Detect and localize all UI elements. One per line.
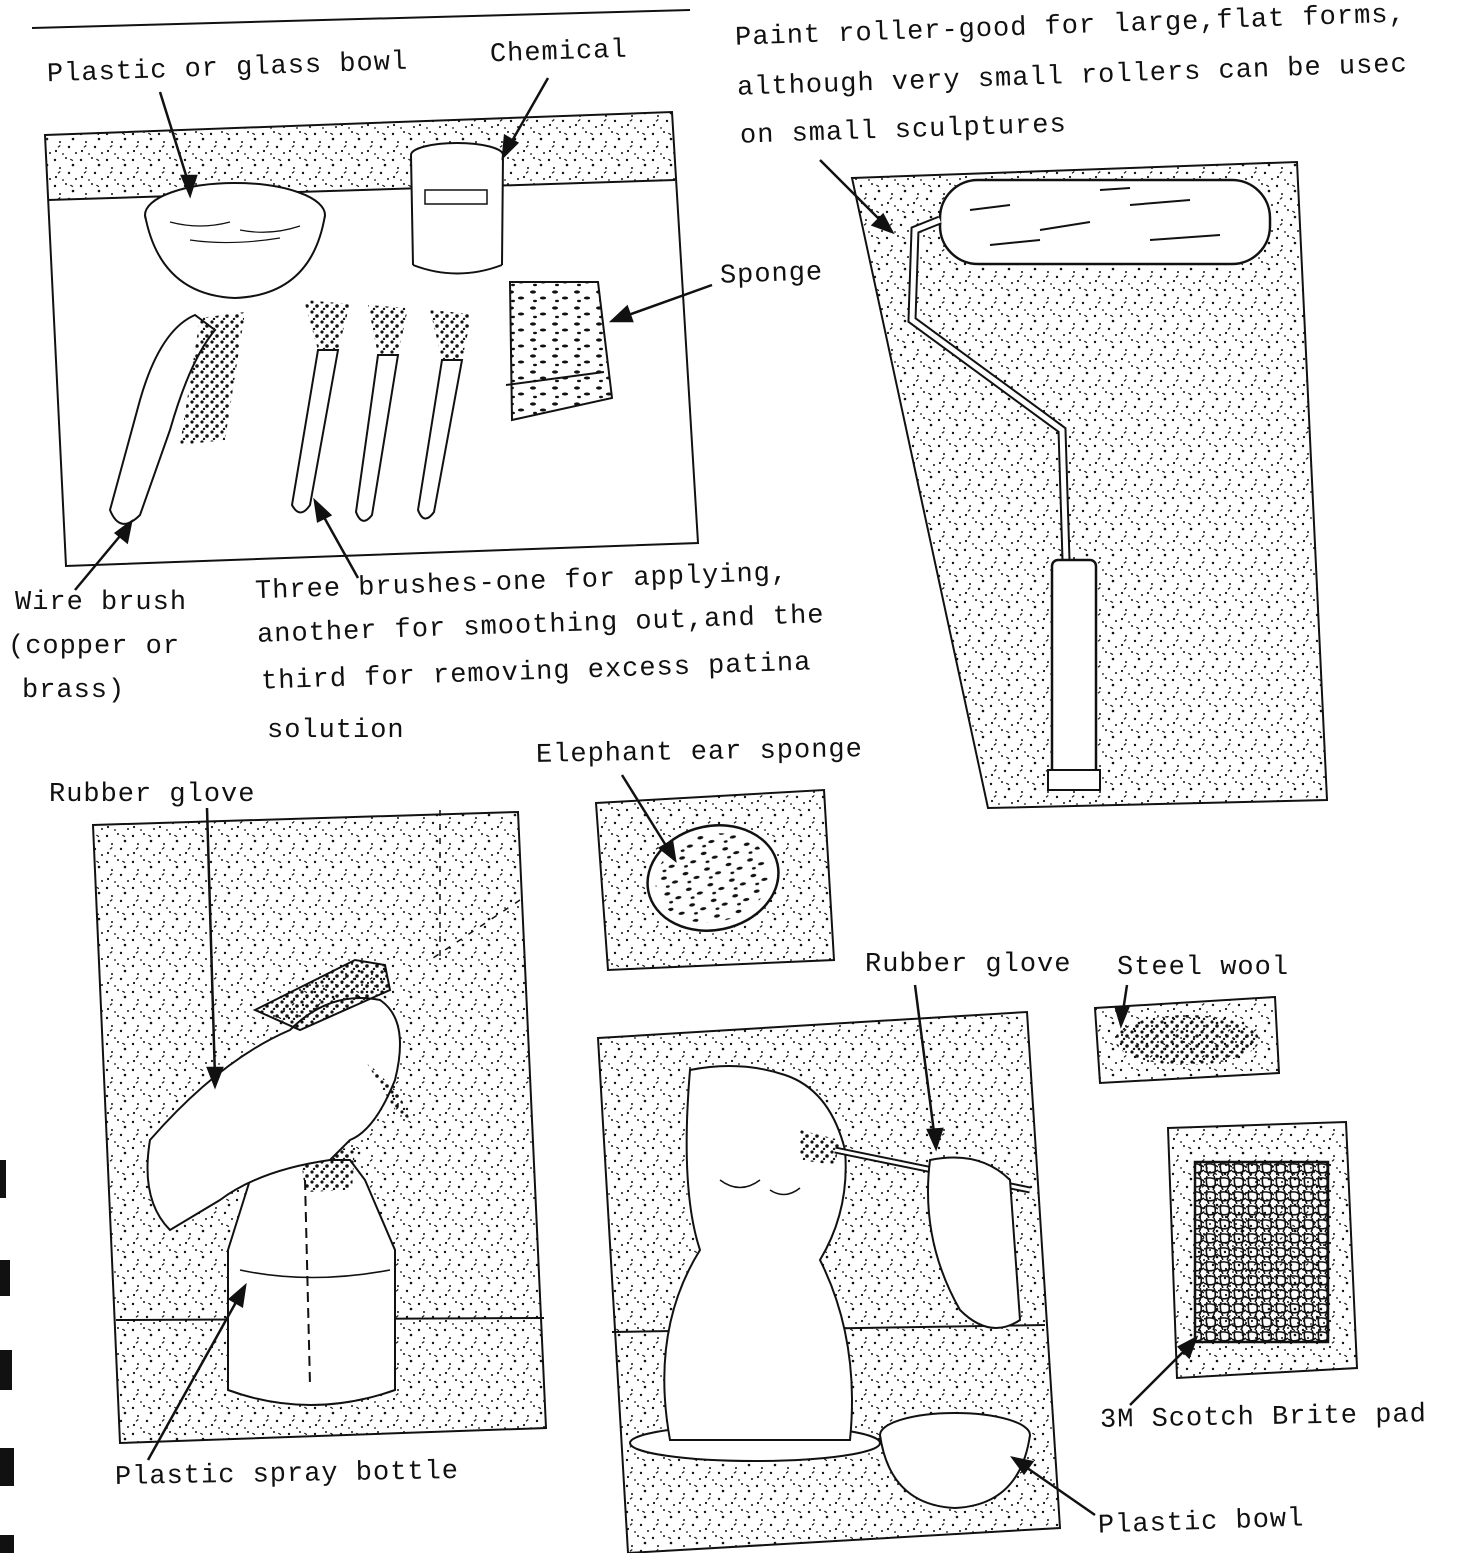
- label-plastic-bowl: Plastic bowl: [1098, 1506, 1305, 1540]
- label-scotch-brite: 3M Scotch Brite pad: [1100, 1402, 1427, 1435]
- sponge: [506, 282, 612, 420]
- label-chemical: Chemical: [490, 38, 628, 70]
- label-wire-brush-3: brass): [22, 678, 125, 705]
- label-sponge: Sponge: [720, 260, 824, 291]
- label-brushes-4: solution: [267, 718, 405, 745]
- chemical-can: [411, 143, 503, 274]
- edge-crop-marks: [0, 1160, 14, 1553]
- label-wire-brush-2: (copper or: [8, 634, 180, 661]
- top-rule: [32, 10, 690, 28]
- elephant-sponge-panel: [596, 790, 834, 970]
- label-elephant-ear-sponge: Elephant ear sponge: [536, 737, 863, 770]
- label-plastic-spray-bottle: Plastic spray bottle: [115, 1459, 459, 1492]
- label-wire-brush-1: Wire brush: [15, 590, 187, 617]
- label-steel-wool: Steel wool: [1117, 955, 1289, 982]
- label-rubber-glove-left: Rubber glove: [49, 782, 255, 809]
- label-rubber-glove-right: Rubber glove: [865, 952, 1071, 979]
